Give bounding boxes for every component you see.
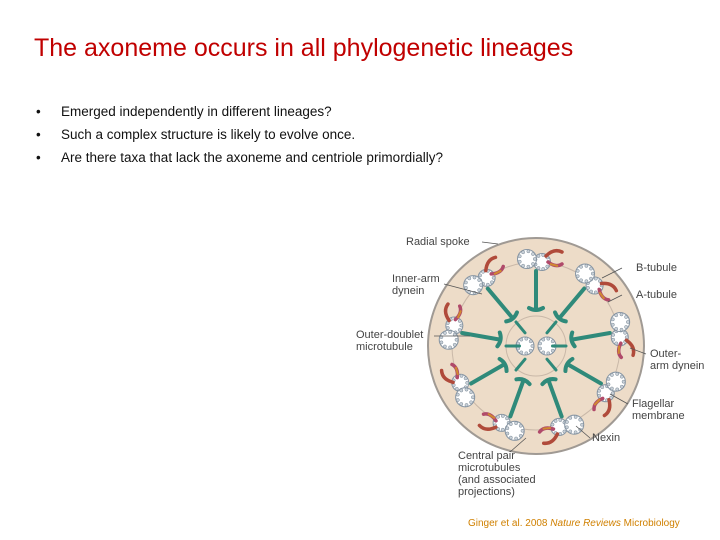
citation: Ginger et al. 2008 Nature Reviews Microb… <box>468 518 680 529</box>
bullet-list: Emerged independently in different linea… <box>36 100 443 169</box>
citation-authors: Ginger et al. 2008 <box>468 518 550 529</box>
label-nexin: Nexin <box>592 432 620 444</box>
label-flagellar-membrane: Flagellar membrane <box>632 398 685 422</box>
label-a-tubule: A-tubule <box>636 289 677 301</box>
citation-section: Microbiology <box>621 518 680 529</box>
label-radial-spoke: Radial spoke <box>406 236 470 248</box>
nexin-link <box>619 346 620 354</box>
leader-line <box>482 242 498 244</box>
slide-title: The axoneme occurs in all phylogenetic l… <box>34 34 573 63</box>
label-outer-arm-dynein: Outer- arm dynein <box>650 348 704 372</box>
axoneme-diagram: Radial spoke B-tubule A-tubule Inner-arm… <box>340 226 720 516</box>
nexin-link <box>543 428 551 429</box>
label-inner-arm-dynein: Inner-arm dynein <box>392 273 440 297</box>
bullet-item: Emerged independently in different linea… <box>36 100 443 123</box>
label-b-tubule: B-tubule <box>636 262 677 274</box>
bullet-item: Are there taxa that lack the axoneme and… <box>36 146 443 169</box>
label-central-pair: Central pair microtubules (and associate… <box>458 450 536 498</box>
citation-journal: Nature Reviews <box>550 518 621 529</box>
spoke-head <box>529 308 543 310</box>
label-outer-doublet: Outer-doublet microtubule <box>356 329 423 353</box>
bullet-item: Such a complex structure is likely to ev… <box>36 123 443 146</box>
